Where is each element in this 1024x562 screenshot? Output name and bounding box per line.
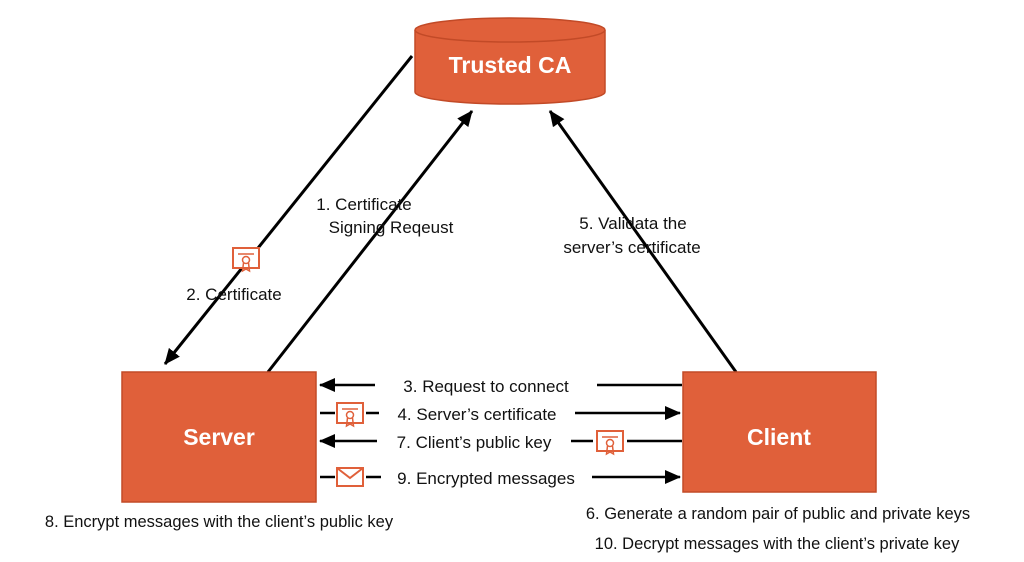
envelope-icon — [336, 467, 364, 487]
trusted-ca-node: Trusted CA — [414, 17, 606, 105]
arrow-client-to-ca — [548, 110, 738, 373]
step2-label: 2. Certificate — [186, 285, 281, 304]
step1-label-line1: 1. Certificate — [316, 195, 411, 214]
client-label: Client — [747, 424, 811, 450]
step9-label: 9. Encrypted messages — [397, 469, 575, 488]
server-label: Server — [183, 424, 255, 450]
step1-label-line2: Signing Reqeust — [329, 218, 454, 237]
step6-note: 6. Generate a random pair of public and … — [586, 505, 970, 523]
step5-label-line1: 5. Validata the — [579, 214, 686, 233]
trusted-ca-label: Trusted CA — [449, 52, 572, 78]
step7-label: 7. Client’s public key — [397, 433, 552, 452]
step3-label: 3. Request to connect — [403, 377, 569, 396]
step8-note: 8. Encrypt messages with the client’s pu… — [45, 513, 394, 531]
step10-note: 10. Decrypt messages with the client’s p… — [595, 535, 960, 553]
certificate-icon — [336, 402, 364, 428]
server-node: Server — [121, 371, 317, 503]
arrow-ca-to-server — [163, 55, 414, 365]
arrow-server-to-ca — [266, 110, 474, 373]
step4-label: 4. Server’s certificate — [397, 405, 556, 424]
step5-label-line2: server’s certificate — [563, 238, 700, 257]
certificate-icon — [596, 430, 624, 456]
client-node: Client — [682, 371, 877, 493]
certificate-icon — [232, 247, 260, 273]
